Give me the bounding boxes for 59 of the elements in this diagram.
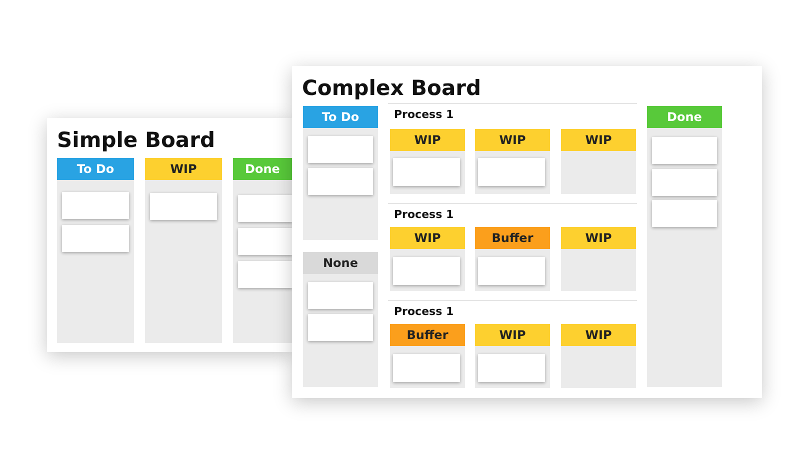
task-card	[478, 257, 545, 285]
kanban-column	[475, 227, 550, 291]
column-header: WIP	[561, 129, 636, 151]
lane-title: Process 1	[394, 208, 454, 221]
column-header: WIP	[145, 158, 222, 180]
column-header: To Do	[303, 106, 378, 128]
lane-title: Process 1	[394, 305, 454, 318]
kanban-column	[145, 158, 222, 343]
column-header: WIP	[390, 129, 465, 151]
column-header: WIP	[475, 129, 550, 151]
task-card	[150, 193, 217, 220]
board-panel	[292, 66, 762, 398]
kanban-column	[233, 158, 292, 343]
task-card	[238, 228, 292, 255]
task-card	[308, 168, 373, 195]
column-header: Buffer	[475, 227, 550, 249]
kanban-column	[561, 129, 636, 194]
task-card	[478, 158, 545, 186]
kanban-column	[303, 106, 378, 240]
lane-title: Process 1	[394, 108, 454, 121]
kanban-column	[390, 227, 465, 291]
task-card	[238, 195, 292, 222]
task-card	[393, 354, 460, 382]
board-title: Simple Board	[57, 128, 215, 152]
kanban-column	[561, 227, 636, 291]
task-card	[62, 192, 129, 219]
column-header: None	[303, 252, 378, 274]
column-header: Done	[647, 106, 722, 128]
task-card	[652, 137, 717, 164]
column-header: WIP	[561, 324, 636, 346]
kanban-column	[390, 129, 465, 194]
task-card	[652, 169, 717, 196]
column-header: Buffer	[390, 324, 465, 346]
task-card	[308, 314, 373, 341]
column-header: WIP	[390, 227, 465, 249]
task-card	[308, 136, 373, 163]
swimlane-panel	[388, 203, 637, 290]
column-header: Done	[233, 158, 292, 180]
kanban-column	[561, 324, 636, 388]
board-title: Complex Board	[302, 76, 482, 100]
kanban-column	[475, 324, 550, 388]
column-header: WIP	[561, 227, 636, 249]
swimlane-panel	[388, 103, 637, 193]
task-card	[652, 200, 717, 227]
column-header: To Do	[57, 158, 134, 180]
task-card	[393, 158, 460, 186]
task-card	[478, 354, 545, 382]
kanban-column	[475, 129, 550, 194]
board-panel	[47, 118, 292, 352]
column-header: WIP	[475, 324, 550, 346]
kanban-column	[303, 252, 378, 387]
task-card	[238, 261, 292, 288]
task-card	[62, 225, 129, 252]
kanban-column	[390, 324, 465, 388]
kanban-column	[647, 106, 722, 387]
swimlane-panel	[388, 300, 637, 387]
task-card	[393, 257, 460, 285]
kanban-column	[57, 158, 134, 343]
task-card	[308, 282, 373, 309]
